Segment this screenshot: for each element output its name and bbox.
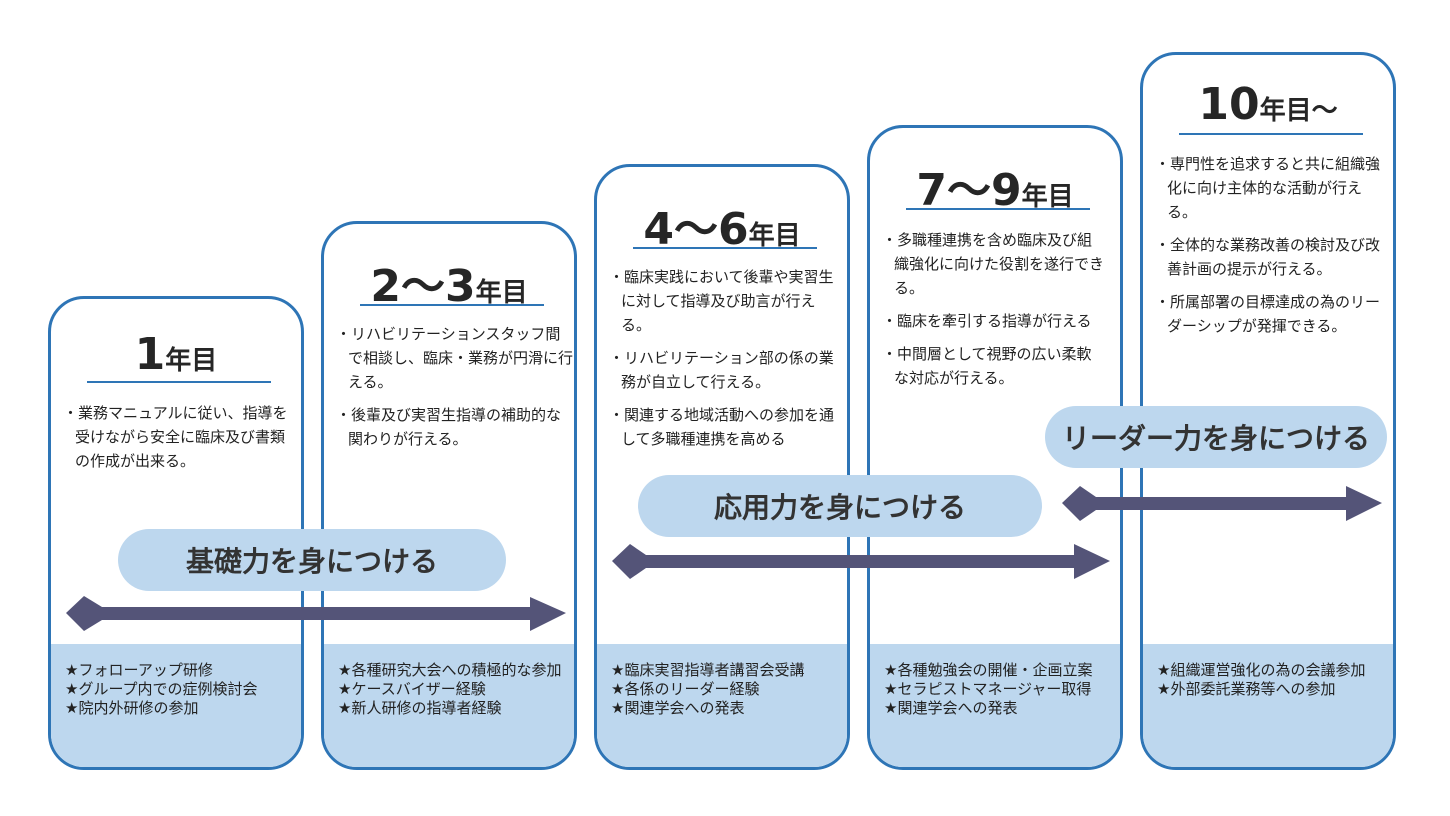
activity-item: ★フォローアップ研修 [65, 661, 213, 679]
stage-card-year-2-3: 2～3年目 ・リハビリテーションスタッフ間で相談し、臨床・業務が円滑に行える。 … [321, 221, 577, 770]
activity-item: ★各種研究大会への積極的な参加 [338, 661, 562, 679]
bullet-item: ・臨床実践において後輩や実習生に対して指導及び助言が行える。 [609, 268, 834, 334]
stage-bullets: ・多職種連携を含め臨床及び組織強化に向けた役割を遂行できる。 ・臨床を牽引する指… [882, 228, 1106, 399]
bullet-item: ・後輩及び実習生指導の補助的な関わりが行える。 [336, 406, 562, 448]
bullet-item: ・関連する地域活動への参加を通して多職種連携を高める [609, 406, 835, 448]
stage-bullets: ・リハビリテーションスタッフ間で相談し、臨床・業務が円滑に行える。 ・後輩及び実… [336, 322, 574, 460]
bullet-item: ・専門性を追求すると共に組織強化に向け主体的な活動が行える。 [1155, 155, 1381, 221]
activity-item: ★関連学会への発表 [884, 699, 1018, 717]
title-underline [360, 304, 544, 306]
activity-item: ★各係のリーダー経験 [611, 680, 760, 698]
activity-item: ★院内外研修の参加 [65, 699, 199, 717]
phase-arrow-foundation [66, 596, 566, 631]
bullet-item: ・臨床を牽引する指導が行える [882, 312, 1092, 330]
stage-title-number: 10 [1198, 79, 1260, 130]
stage-title-number: 4～6 [643, 204, 749, 255]
stage-card-year-4-6: 4～6年目 ・臨床実践において後輩や実習生に対して指導及び助言が行える。 ・リハ… [594, 164, 850, 770]
stage-title: 1年目 [51, 329, 301, 380]
phase-pill-foundation: 基礎力を身につける [118, 529, 506, 591]
activity-item: ★ケースバイザー経験 [338, 680, 486, 698]
stage-title-number: 2～3 [370, 261, 476, 312]
activity-item: ★グループ内での症例検討会 [65, 680, 258, 698]
activity-item: ★組織運営強化の為の会議参加 [1157, 661, 1366, 679]
activities-panel: ★臨床実習指導者講習会受講 ★各係のリーダー経験 ★関連学会への発表 [597, 644, 847, 767]
bullet-item: ・所属部署の目標達成の為のリーダーシップが発揮できる。 [1155, 293, 1381, 335]
bullet-item: ・中間層として視野の広い柔軟な対応が行える。 [882, 345, 1092, 387]
activity-item: ★新人研修の指導者経験 [338, 699, 502, 717]
activities-panel: ★組織運営強化の為の会議参加 ★外部委託業務等への参加 [1143, 644, 1393, 767]
activity-item: ★外部委託業務等への参加 [1157, 680, 1336, 698]
activity-item: ★関連学会への発表 [611, 699, 745, 717]
activity-item: ★臨床実習指導者講習会受講 [611, 661, 805, 679]
activity-item: ★各種勉強会の開催・企画立案 [884, 661, 1093, 679]
phase-arrow-applied [612, 544, 1110, 579]
stage-title-unit: 年目 [1021, 182, 1074, 212]
title-underline [1179, 133, 1363, 135]
activity-item: ★セラピストマネージャー取得 [884, 680, 1092, 698]
stage-title: 10年目～ [1143, 79, 1393, 130]
stage-title-number: 7～9 [916, 165, 1022, 216]
bullet-item: ・リハビリテーションスタッフ間で相談し、臨床・業務が円滑に行える。 [336, 325, 574, 391]
stage-bullets: ・専門性を追求すると共に組織強化に向け主体的な活動が行える。 ・全体的な業務改善… [1155, 152, 1391, 347]
phase-pill-applied: 応用力を身につける [638, 475, 1042, 537]
bullet-item: ・業務マニュアルに従い、指導を受けながら安全に臨床及び書類の作成が出来る。 [63, 404, 288, 470]
stage-title: 4～6年目 [597, 193, 847, 257]
stage-bullets: ・業務マニュアルに従い、指導を受けながら安全に臨床及び書類の作成が出来る。 [63, 401, 299, 482]
stage-title: 2～3年目 [324, 250, 574, 314]
activities-panel: ★フォローアップ研修 ★グループ内での症例検討会 ★院内外研修の参加 [51, 644, 301, 767]
bullet-item: ・リハビリテーション部の係の業務が自立して行える。 [609, 349, 834, 391]
stage-title-unit: 年目 [475, 278, 528, 308]
stage-title-unit: 年目 [165, 346, 218, 376]
stage-title-unit: 年目～ [1259, 96, 1338, 126]
title-underline [633, 247, 817, 249]
bullet-item: ・多職種連携を含め臨床及び組織強化に向けた役割を遂行できる。 [882, 231, 1105, 297]
stage-bullets: ・臨床実践において後輩や実習生に対して指導及び助言が行える。 ・リハビリテーショ… [609, 265, 845, 460]
stage-title: 7～9年目 [870, 154, 1120, 218]
phase-arrow-leader [1062, 486, 1382, 521]
title-underline [87, 381, 271, 383]
bullet-item: ・全体的な業務改善の検討及び改善計画の提示が行える。 [1155, 236, 1381, 278]
stage-title-unit: 年目 [748, 221, 801, 251]
phase-pill-leader: リーダー力を身につける [1045, 406, 1387, 468]
activities-panel: ★各種研究大会への積極的な参加 ★ケースバイザー経験 ★新人研修の指導者経験 [324, 644, 574, 767]
stage-title-number: 1 [134, 329, 166, 380]
activities-panel: ★各種勉強会の開催・企画立案 ★セラピストマネージャー取得 ★関連学会への発表 [870, 644, 1120, 767]
title-underline [906, 208, 1090, 210]
